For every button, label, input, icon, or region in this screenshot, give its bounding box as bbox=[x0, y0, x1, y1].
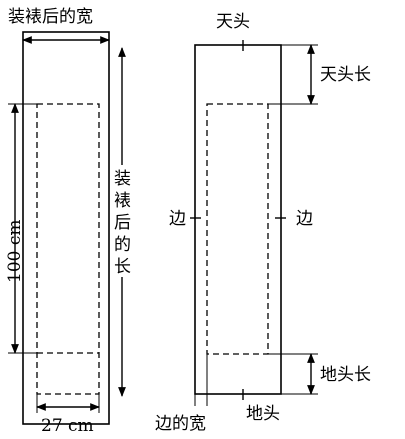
mounted-length-char: 装 bbox=[114, 169, 131, 189]
right-figure: 天头 边 边 天头长 地头长 边的宽 地头 bbox=[155, 12, 371, 434]
mounted-length-char: 长 bbox=[114, 257, 131, 277]
scroll-painting-dashed-rect bbox=[206, 103, 269, 355]
mounted-length-char: 的 bbox=[114, 235, 131, 255]
bottom-head-label: 地头 bbox=[246, 404, 280, 424]
mounted-length-char: 后 bbox=[114, 213, 131, 233]
left-side-label: 边 bbox=[169, 209, 186, 229]
painting-dashed-rect bbox=[36, 103, 100, 395]
left-figure: 装裱后的宽 100 cm 装 裱 后 的 长 27 cm bbox=[5, 7, 134, 436]
mounted-width-label: 装裱后的宽 bbox=[8, 7, 93, 27]
height-label: 100 cm bbox=[5, 220, 25, 284]
mounted-length-char: 裱 bbox=[114, 191, 131, 211]
width-label: 27 cm bbox=[41, 416, 94, 436]
scroll-outer-rect bbox=[194, 44, 282, 395]
top-length-label: 天头长 bbox=[320, 65, 371, 85]
mounted-length-label: 装 裱 后 的 长 bbox=[112, 165, 134, 277]
mounted-outer-rect bbox=[22, 31, 110, 425]
right-side-label: 边 bbox=[296, 209, 313, 229]
top-head-label: 天头 bbox=[216, 12, 250, 32]
side-width-label: 边的宽 bbox=[155, 414, 206, 434]
bottom-length-label: 地头长 bbox=[320, 365, 371, 385]
